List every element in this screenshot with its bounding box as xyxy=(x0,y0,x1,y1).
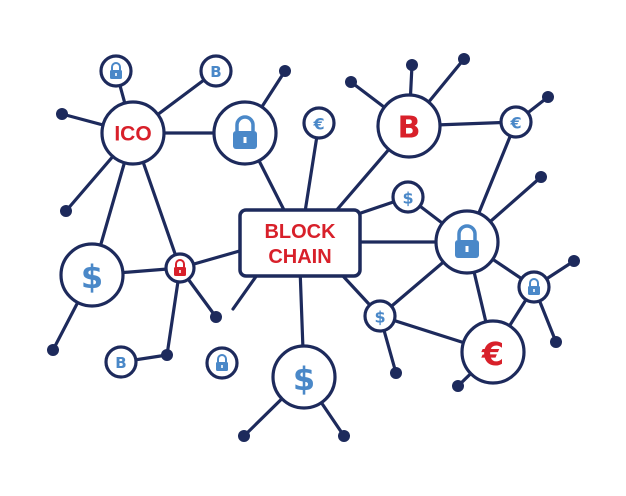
dollar-icon: $ xyxy=(271,344,337,410)
lock-icon xyxy=(99,54,133,88)
blockchain-label-line1: BLOCK xyxy=(264,221,336,243)
ico-node: ICO xyxy=(100,100,166,166)
lock-icon xyxy=(434,209,500,275)
node-dot xyxy=(279,65,291,77)
lock-icon xyxy=(212,100,278,166)
node-dot xyxy=(210,311,222,323)
node-dot xyxy=(345,76,357,88)
node-dot xyxy=(161,349,173,361)
blockchain-node: BLOCK CHAIN xyxy=(238,208,362,278)
bitcoin-icon: B xyxy=(376,93,442,159)
euro-icon: € xyxy=(499,105,533,139)
network-dots xyxy=(47,53,580,442)
node-dot xyxy=(60,205,72,217)
dollar-glyph: $ xyxy=(81,258,103,296)
node-dot xyxy=(550,336,562,348)
euro-icon: € xyxy=(302,106,336,140)
node-dot xyxy=(406,59,418,71)
dollar-icon: $ xyxy=(59,242,125,308)
euro-glyph: € xyxy=(509,114,521,133)
node-dot xyxy=(338,430,350,442)
euro-glyph: € xyxy=(312,115,324,134)
dollar-icon: $ xyxy=(391,180,425,214)
dollar-glyph: $ xyxy=(293,360,315,398)
lock-icon xyxy=(164,252,196,284)
bitcoin-glyph: B xyxy=(210,63,221,81)
node-dot xyxy=(238,430,250,442)
node-dot xyxy=(458,53,470,65)
dollar-icon: $ xyxy=(363,299,397,333)
node-dot xyxy=(568,255,580,267)
euro-glyph: € xyxy=(481,335,504,373)
node-dot xyxy=(452,380,464,392)
euro-icon: € xyxy=(460,319,526,385)
lock-icon xyxy=(517,270,551,304)
node-dot xyxy=(56,108,68,120)
node-dot xyxy=(390,367,402,379)
node-dot xyxy=(47,344,59,356)
ico-label: ICO xyxy=(114,123,151,146)
bitcoin-icon: B xyxy=(199,54,233,88)
bitcoin-icon: B xyxy=(104,345,138,379)
dollar-glyph: $ xyxy=(402,189,413,208)
dollar-glyph: $ xyxy=(374,308,385,327)
bitcoin-glyph: B xyxy=(115,354,126,372)
bitcoin-glyph: B xyxy=(398,111,421,146)
node-dot xyxy=(542,91,554,103)
lock-icon xyxy=(205,346,239,380)
blockchain-label-line2: CHAIN xyxy=(268,246,331,268)
node-dot xyxy=(535,171,547,183)
